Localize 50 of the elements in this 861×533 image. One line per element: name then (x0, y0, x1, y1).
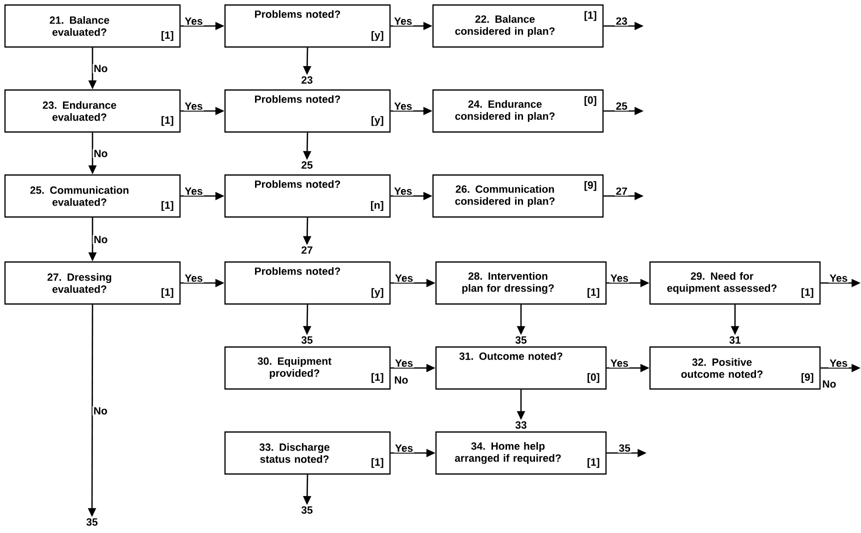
edge-label: Yes (394, 443, 414, 453)
decision-box: Problems noted? [y] (224, 89, 391, 133)
decision-box: 28. Intervention plan for dressing? [1] (435, 261, 607, 305)
edge-label: No (92, 148, 109, 158)
decision-box: 34. Home help arranged if required? [1] (435, 431, 607, 475)
edge-label: No (92, 234, 109, 244)
step-number: 35 (301, 506, 313, 514)
decision-box: 29. Need for equipment assessed? [1] (649, 261, 821, 305)
decision-box: 22. Balance considered in plan? [1] (432, 4, 604, 48)
edge-label: Yes (394, 273, 414, 283)
decision-box: 25. Communication evaluated? [1] (4, 174, 181, 218)
decision-box: Problems noted? [n] (224, 174, 391, 218)
step-number: 23 (302, 76, 312, 84)
step-number: 35 (86, 518, 98, 526)
step-number: 31 (729, 336, 741, 344)
edge-label: Yes (828, 358, 849, 368)
edge-label: 27 (614, 186, 628, 196)
decision-box: 30. Equipment provided? [1] (224, 346, 391, 390)
edge-label: Yes (393, 16, 414, 26)
edge-label: Yes (184, 273, 204, 283)
decision-box: 31. Outcome noted? [0] (435, 346, 607, 390)
edge-label: Yes (394, 358, 414, 368)
step-number: 35 (515, 336, 527, 344)
edge-label: Yes (184, 16, 204, 26)
branch-label: No (394, 376, 408, 384)
edge-label: Yes (609, 358, 630, 368)
edge-label: No (92, 406, 108, 416)
step-number: 27 (302, 246, 312, 254)
decision-box: Problems noted? [y] (224, 261, 391, 305)
edge-label: Yes (184, 186, 204, 196)
edge-label: 25 (614, 101, 628, 111)
decision-box: 23. Endurance evaluated? [1] (4, 89, 181, 133)
step-number: 35 (301, 336, 313, 344)
step-number: 33 (515, 421, 526, 429)
decision-box: 33. Discharge status noted? [1] (224, 431, 391, 475)
edge-label: 23 (614, 16, 628, 26)
edge-label: Yes (184, 101, 204, 111)
edge-label: Yes (828, 273, 849, 283)
edge-label: 35 (618, 443, 632, 453)
decision-box: 24. Endurance considered in plan? [0] (432, 89, 604, 133)
edge-label: Yes (609, 273, 630, 283)
decision-box: 26. Communication considered in plan? [9] (432, 174, 604, 218)
edge-label: Yes (393, 186, 414, 196)
decision-box: Problems noted? [y] (224, 4, 391, 48)
step-number: 25 (302, 161, 313, 169)
decision-box: 27. Dressing evaluated? [1] (4, 261, 181, 305)
decision-box: 32. Positive outcome noted? [9] (649, 346, 821, 390)
edge-label: Yes (393, 101, 414, 111)
edge-label: No (92, 64, 109, 74)
decision-box: 21. Balance evaluated? [1] (4, 4, 181, 48)
